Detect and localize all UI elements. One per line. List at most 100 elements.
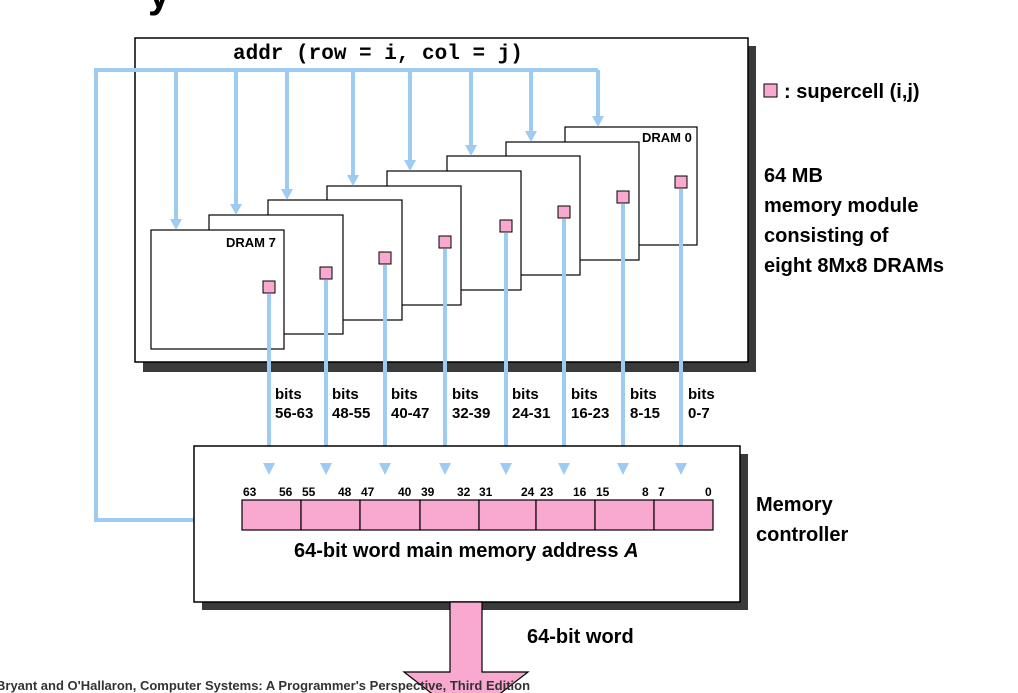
register-byte-4 [419,499,480,531]
bit-number: 15 [596,485,610,499]
arrowhead-icon [617,463,629,475]
bit-number: 32 [457,485,471,499]
arrowhead-icon [320,463,332,475]
bit-group-label: bits 56-63 [275,385,313,423]
arrowhead-icon [347,175,359,186]
dram-chip-7 [150,229,285,350]
bit-number: 16 [573,485,587,499]
bit-group-word: bits [571,386,598,403]
supercell [499,219,513,233]
module-description: 64 MB memory module consisting of eight … [764,161,944,281]
arrowhead-icon [263,463,275,475]
bit-group-word: bits [630,386,657,403]
bit-number: 56 [279,485,293,499]
bit-number: 23 [540,485,554,499]
supercell [438,235,452,249]
arrowhead-icon [404,160,416,171]
module-description-line: eight 8Mx8 DRAMs [764,255,945,277]
supercell [378,251,392,265]
bit-number: 48 [338,485,352,499]
supercell [616,190,630,204]
bit-group-range: 24-31 [512,405,551,422]
bit-number: 39 [421,485,435,499]
bit-group-word: bits [391,386,418,403]
bit-group-range: 32-39 [452,405,491,422]
bit-group-range: 8-15 [630,405,661,422]
output-arrow-icon [402,601,530,693]
module-description-line: consisting of [764,225,889,247]
bit-group-range: 56-63 [275,405,314,422]
data-arrowheads [263,463,687,475]
page-title-fragment: y [148,0,170,17]
bit-group-range: 48-55 [332,405,371,422]
bit-group-word: bits [512,386,539,403]
bit-group-label: bits 48-55 [332,385,370,423]
word-address-variable: A [624,540,639,562]
arrowhead-icon [592,116,604,127]
bit-number: 40 [398,485,412,499]
bit-number: 0 [705,485,712,499]
dram-7-label: DRAM 7 [226,235,276,250]
word-address-text: 64-bit word main memory address [294,540,619,562]
arrowhead-icon [170,219,182,230]
supercell [319,266,333,280]
bit-group-range: 40-47 [391,405,430,422]
bit-group-label: bits 40-47 [391,385,429,423]
arrowhead-icon [558,463,570,475]
dram-0-label: DRAM 0 [642,130,692,145]
register-byte-7 [241,499,302,531]
bit-group-label: bits 16-23 [571,385,609,423]
bit-number: 24 [521,485,535,499]
data-lines [267,189,683,466]
bit-group-word: bits [275,386,302,403]
controller-label-line: Memory [756,494,833,516]
bit-group-label: bits 32-39 [452,385,490,423]
supercell [557,205,571,219]
legend-label: : supercell (i,j) [784,81,920,103]
bit-number: 31 [479,485,493,499]
address-bus-line [94,68,598,522]
arrowhead-icon [379,463,391,475]
module-description-line: memory module [764,195,919,217]
address-bus [94,68,600,522]
register-byte-0 [653,499,714,531]
register-byte-5 [359,499,421,531]
output-label: 64-bit word [527,626,634,648]
bit-number: 8 [642,485,649,499]
register-byte-2 [535,499,596,531]
legend-supercell-swatch [763,83,778,98]
arrowhead-icon [675,463,687,475]
word-register [241,499,714,531]
bit-group-label: bits 0-7 [688,385,715,423]
address-arrowheads [170,116,604,230]
bit-number: 55 [302,485,316,499]
bit-number: 7 [658,485,665,499]
bit-number: 63 [243,485,257,499]
bit-group-range: 16-23 [571,405,610,422]
dram-stack [150,126,698,350]
arrowhead-icon [500,463,512,475]
controller-label: Memory controller [756,490,848,550]
supercells [262,175,688,294]
supercell [674,175,688,189]
caption-text: Bryant and O'Hallaron, Computer Systems:… [0,678,531,693]
bit-group-range: 0-7 [688,405,710,422]
arrowhead-icon [230,204,242,215]
arrowhead-icon [525,131,537,142]
bit-number: 47 [361,485,375,499]
bit-group-word: bits [688,386,715,403]
arrowhead-icon [465,145,477,156]
bit-group-word: bits [332,386,359,403]
arrowhead-icon [439,463,451,475]
bit-group-word: bits [452,386,479,403]
supercell [262,280,276,294]
register-byte-3 [478,499,537,531]
arrowhead-icon [281,189,293,200]
controller-label-line: controller [756,524,849,546]
address-label: addr (row = i, col = j) [233,43,523,66]
register-byte-6 [300,499,361,531]
bit-group-label: bits 8-15 [630,385,660,423]
module-description-line: 64 MB [764,165,823,187]
register-byte-1 [594,499,655,531]
